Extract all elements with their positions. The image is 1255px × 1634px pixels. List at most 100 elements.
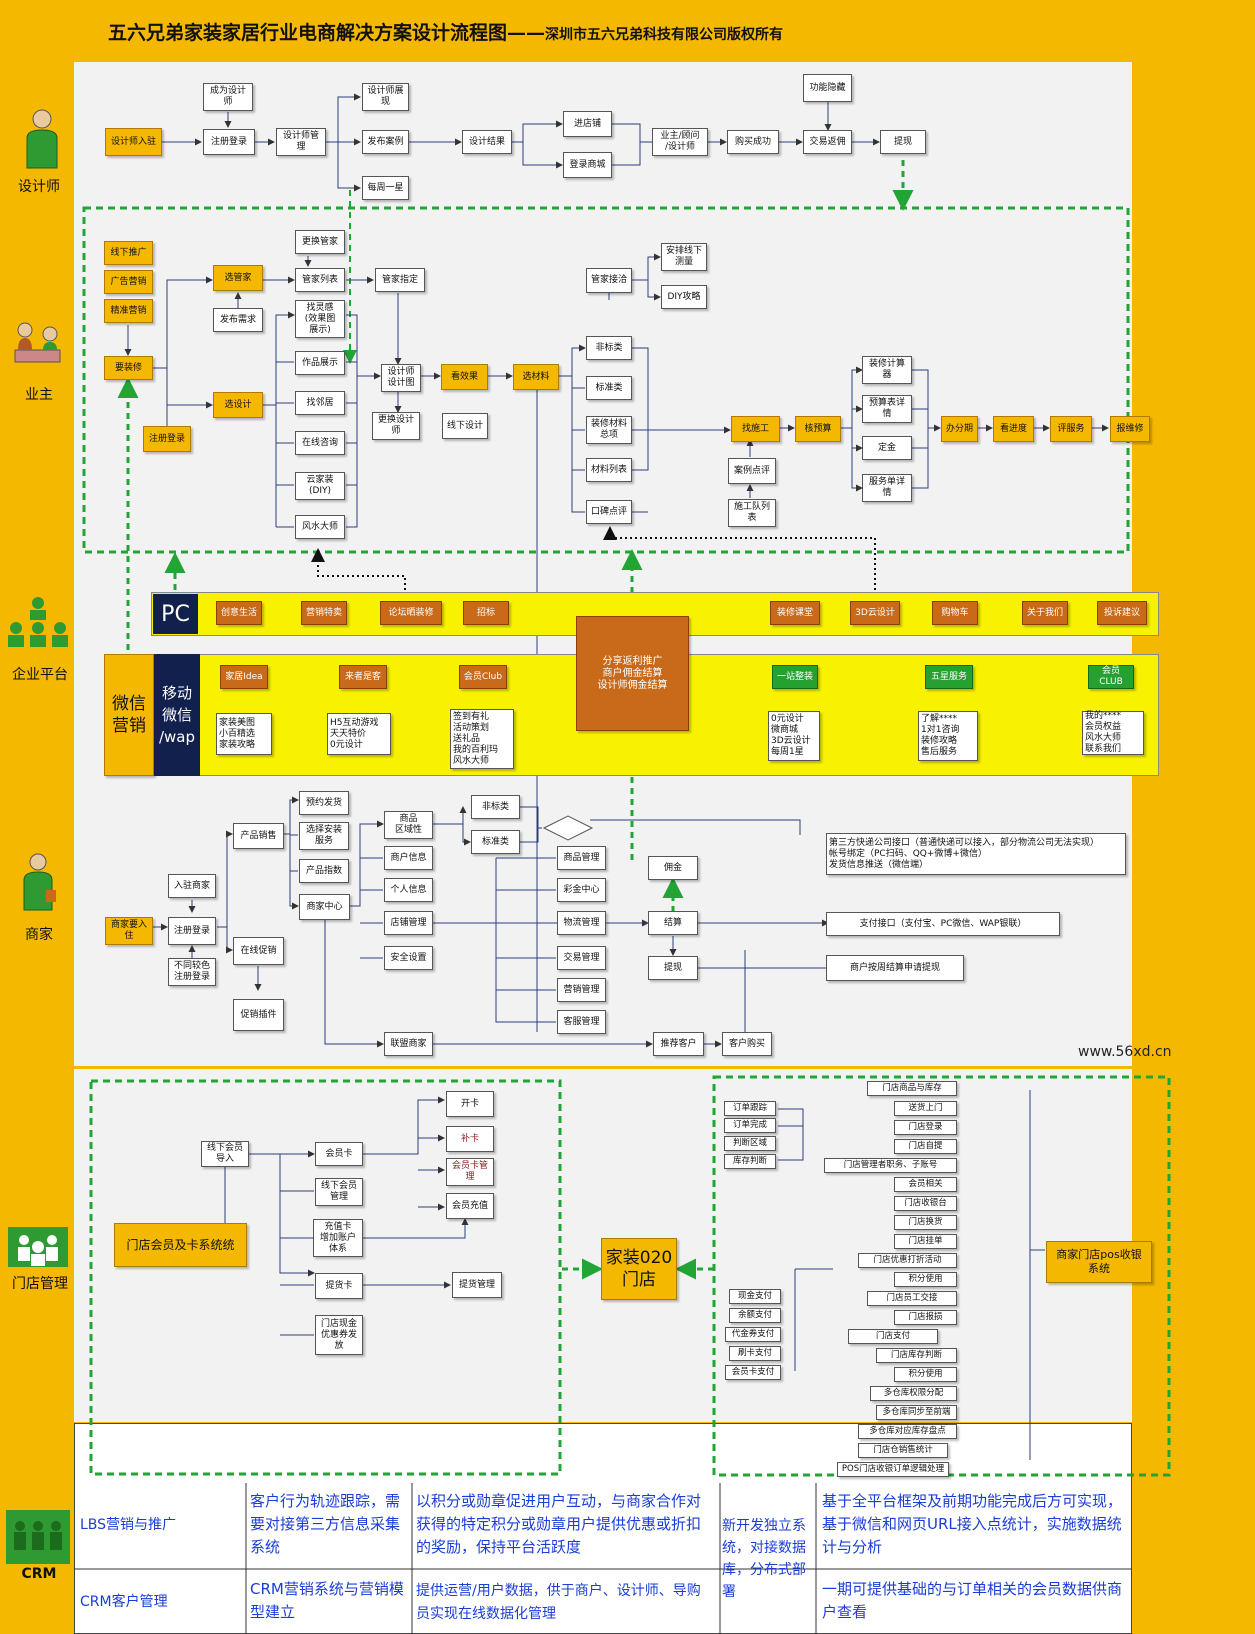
node-role-register[interactable]: 不同较色 注册登录 <box>168 958 216 986</box>
node-cloud-decoration[interactable]: 云家装 (DIY) <box>295 472 345 500</box>
node-trade-rebate[interactable]: 交易返佣 <box>803 130 852 154</box>
node-change-designer[interactable]: 更换设计 师 <box>372 412 420 440</box>
node-check-budget[interactable]: 核预算 <box>795 416 841 442</box>
node-product-region[interactable]: 商品 区域性 <box>384 811 433 839</box>
store-right-item[interactable]: 门店报损 <box>894 1310 957 1325</box>
node-promo-plugin[interactable]: 促销插件 <box>233 999 284 1031</box>
node-enter-shop[interactable]: 进店铺 <box>563 111 612 137</box>
node-diy-guide[interactable]: DIY攻略 <box>661 285 707 309</box>
node-budget-calculator[interactable]: 装修计算 器 <box>862 356 912 384</box>
node-member-card-system[interactable]: 门店会员及卡系统统 <box>114 1223 247 1267</box>
node-choose-steward[interactable]: 选管家 <box>213 265 263 291</box>
node-reissue-card[interactable]: 补卡 <box>446 1126 494 1152</box>
mobile-head-club[interactable]: 会员Club <box>459 665 507 689</box>
node-open-card[interactable]: 开卡 <box>446 1091 494 1117</box>
node-service-manage[interactable]: 客服管理 <box>557 1010 606 1034</box>
node-alliance-merchant[interactable]: 联盟商家 <box>384 1032 433 1056</box>
node-repair[interactable]: 报维修 <box>1110 416 1150 442</box>
node-pickup-manage[interactable]: 提货管理 <box>452 1272 502 1298</box>
mobile-head-idea[interactable]: 家居Idea <box>220 665 268 689</box>
node-commission-center[interactable]: 分享返利推广 商户佣金结算 设计师佣金结算 <box>576 616 689 731</box>
store-right-item[interactable]: 门店仓销售统计 <box>858 1443 948 1458</box>
node-recharge-card[interactable]: 充值卡 增加账户 体系 <box>313 1219 363 1257</box>
store-right-item[interactable]: 多仓库同步至前端 <box>876 1405 957 1420</box>
node-marketing-manage[interactable]: 营销管理 <box>557 978 606 1002</box>
store-right-item[interactable]: 门店登录 <box>894 1120 957 1135</box>
node-word-of-mouth[interactable]: 口碑点评 <box>586 500 632 524</box>
mobile-head-member-club[interactable]: 会员CLUB <box>1088 665 1134 689</box>
store-left-item[interactable]: 代金券支付 <box>725 1327 781 1342</box>
store-left-item[interactable]: 库存判断 <box>724 1154 776 1169</box>
pc-item-special-sale[interactable]: 营销特卖 <box>301 601 347 625</box>
node-offline-promo[interactable]: 线下推广 <box>104 241 153 265</box>
node-designer-manage[interactable]: 设计师管 理 <box>276 128 326 156</box>
store-right-item[interactable]: 积分使用 <box>894 1367 957 1382</box>
store-right-item[interactable]: 门店库存判断 <box>876 1348 957 1363</box>
store-right-item[interactable]: 积分使用 <box>894 1272 957 1287</box>
node-pos-system[interactable]: 商家门店pos收银 系统 <box>1046 1241 1152 1283</box>
node-customer-buy[interactable]: 客户购买 <box>722 1032 772 1056</box>
node-settlement[interactable]: 结算 <box>648 911 698 935</box>
mobile-head-onestop[interactable]: 一站整装 <box>772 665 818 689</box>
node-designer-register[interactable]: 注册登录 <box>203 129 255 155</box>
node-product-sale[interactable]: 产品销售 <box>233 823 284 849</box>
node-logistics-manage[interactable]: 物流管理 <box>557 911 606 935</box>
store-left-item[interactable]: 订单跟踪 <box>724 1101 776 1116</box>
node-find-neighbor[interactable]: 找邻居 <box>295 391 345 415</box>
node-service-detail[interactable]: 服务单详 情 <box>862 474 912 502</box>
node-personal-info[interactable]: 个人信息 <box>384 878 433 902</box>
node-precise-marketing[interactable]: 精准营销 <box>104 299 153 323</box>
pc-item-decoration-class[interactable]: 装修课堂 <box>770 601 820 625</box>
node-weekly-settle-withdraw[interactable]: 商户按周结算申请提现 <box>826 955 964 981</box>
node-owner-register[interactable]: 注册登录 <box>143 426 191 452</box>
pc-item-complaint[interactable]: 投诉建议 <box>1097 601 1147 625</box>
node-shop-manage[interactable]: 店铺管理 <box>384 911 433 935</box>
node-become-designer[interactable]: 成为设计 师 <box>203 83 253 111</box>
node-m-standard[interactable]: 标准类 <box>471 830 520 854</box>
node-ad-marketing[interactable]: 广告营销 <box>104 270 153 294</box>
node-rate-service[interactable]: 评服务 <box>1050 416 1092 442</box>
node-security-settings[interactable]: 安全设置 <box>384 946 433 970</box>
node-want-decoration[interactable]: 要装修 <box>104 356 153 380</box>
node-deposit[interactable]: 定金 <box>862 436 912 460</box>
node-crew-list[interactable]: 施工队列 表 <box>728 499 776 527</box>
node-bonus-center[interactable]: 彩金中心 <box>557 878 606 902</box>
store-right-item[interactable]: 送货上门 <box>894 1101 957 1116</box>
node-hidden-feature[interactable]: 功能隐藏 <box>803 74 852 102</box>
node-merchant-want-join[interactable]: 商家要入 住 <box>105 917 153 945</box>
node-online-consult[interactable]: 在线咨询 <box>295 431 345 455</box>
node-designer-join[interactable]: 设计师入驻 <box>105 128 162 156</box>
store-left-item[interactable]: 判断区域 <box>724 1136 776 1151</box>
node-find-inspiration[interactable]: 找灵感 (效果图 展示) <box>295 300 345 338</box>
node-product-index[interactable]: 产品指数 <box>299 859 349 883</box>
store-right-item[interactable]: 多仓库对应库存盘点 <box>858 1424 957 1439</box>
node-weekly-star[interactable]: 每周一星 <box>362 176 409 200</box>
node-steward-assign[interactable]: 管家指定 <box>375 268 425 292</box>
store-left-item[interactable]: 会员卡支付 <box>725 1365 781 1380</box>
pc-item-tender[interactable]: 招标 <box>463 601 509 625</box>
mobile-head-guest[interactable]: 来者是客 <box>339 665 387 689</box>
node-budget-detail[interactable]: 预算表详 情 <box>862 395 912 423</box>
node-case-review[interactable]: 案例点评 <box>728 458 776 484</box>
store-right-item[interactable]: 门店优惠打折活动 <box>858 1253 957 1268</box>
node-steward-list[interactable]: 管家列表 <box>295 268 345 292</box>
pc-item-cart[interactable]: 购物车 <box>932 601 978 625</box>
node-material-total[interactable]: 装修材料 总项 <box>586 416 632 444</box>
node-express-api[interactable]: 第三方快递公司接口（普通快递可以接入，部分物流公司无法实现） 帐号绑定（PC扫码… <box>826 833 1126 875</box>
node-publish-demand[interactable]: 发布需求 <box>213 308 263 332</box>
store-right-item[interactable]: 门店支付 <box>848 1329 938 1344</box>
pc-item-about[interactable]: 关于我们 <box>1022 601 1068 625</box>
store-right-item[interactable]: POS门店收银订单逻辑处理 <box>837 1462 949 1477</box>
node-choose-material[interactable]: 选材料 <box>513 364 559 390</box>
node-offline-design[interactable]: 线下设计 <box>442 413 488 439</box>
node-designer-withdraw[interactable]: 提现 <box>880 130 926 154</box>
store-right-item[interactable]: 多仓库权限分配 <box>870 1386 957 1401</box>
node-user-roles[interactable]: 业主/顾问 /设计师 <box>652 128 708 156</box>
pc-item-3d-design[interactable]: 3D云设计 <box>850 601 900 625</box>
node-card-manage[interactable]: 会员卡管 理 <box>446 1158 494 1186</box>
store-left-item[interactable]: 刷卡支付 <box>729 1346 781 1361</box>
store-right-item[interactable]: 门店挂单 <box>894 1234 957 1249</box>
node-design-result[interactable]: 设计结果 <box>462 130 512 154</box>
store-right-item[interactable]: 门店员工交接 <box>867 1291 957 1306</box>
node-offline-measure[interactable]: 安排线下 测量 <box>661 243 707 271</box>
